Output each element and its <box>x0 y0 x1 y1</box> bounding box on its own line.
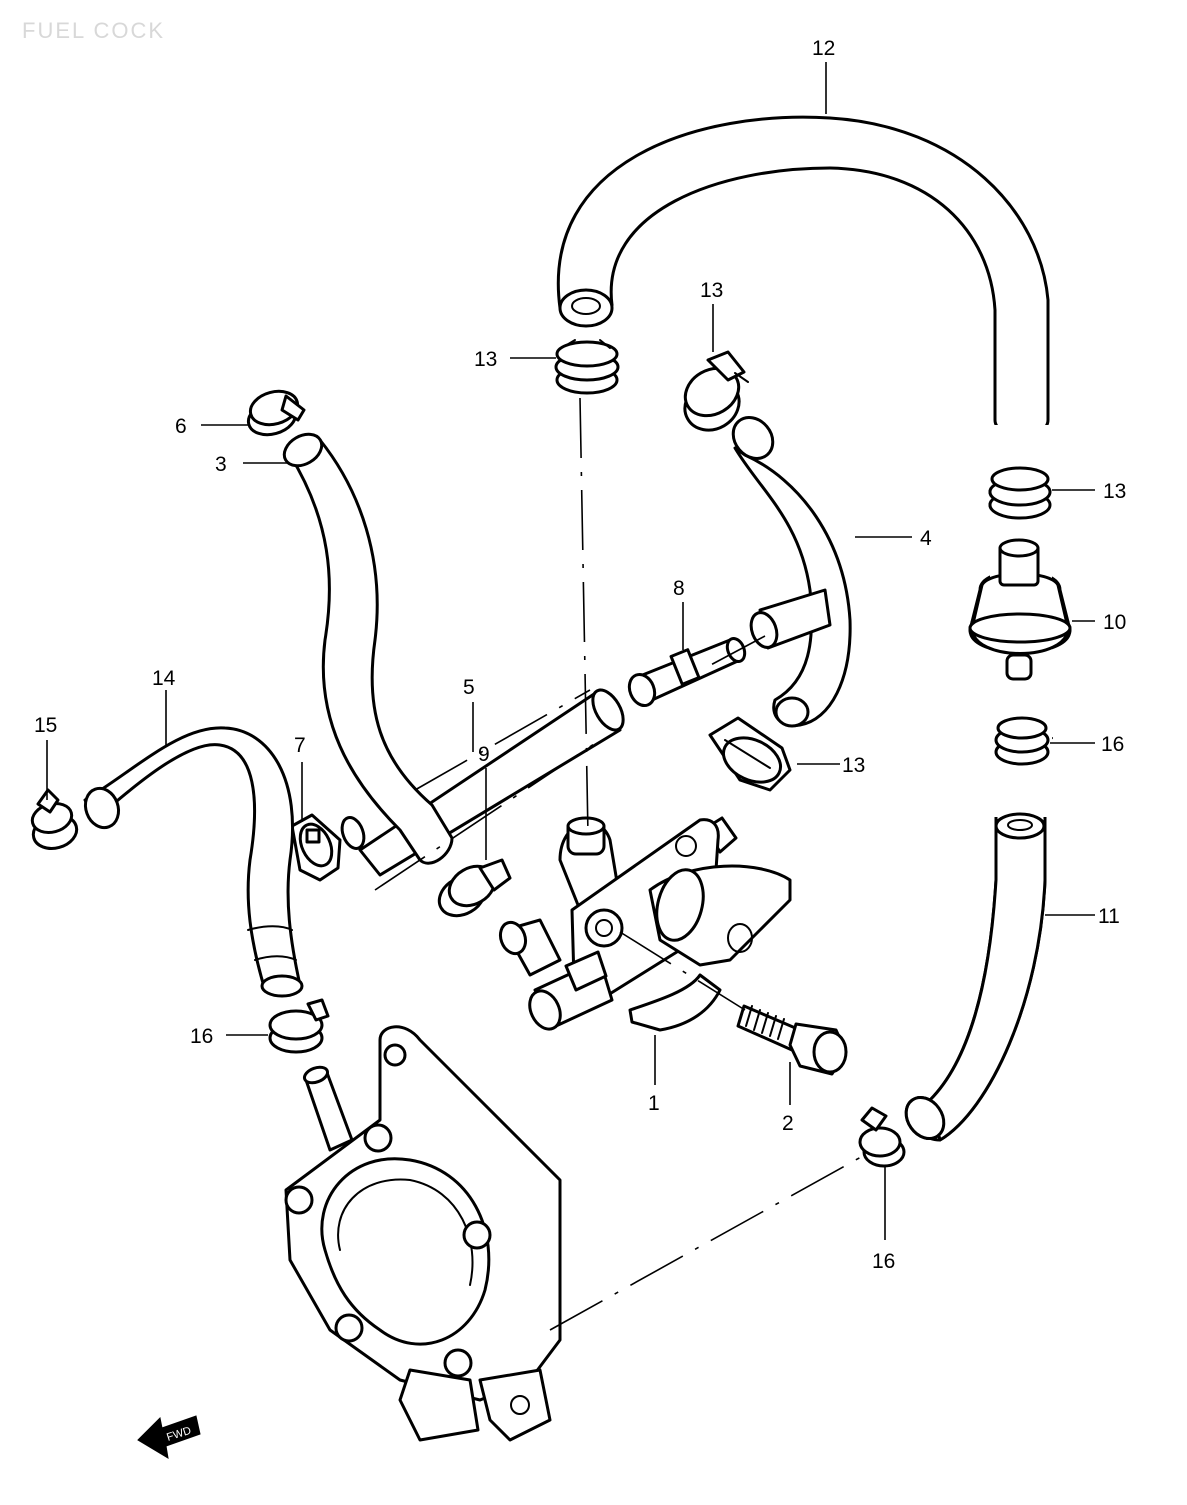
callout-11: 11 <box>1098 905 1120 928</box>
callout-16-middle: 16 <box>1101 733 1124 756</box>
callout-16-bottom: 16 <box>872 1250 895 1273</box>
clamp-9 <box>437 858 512 918</box>
callout-2: 2 <box>782 1112 794 1135</box>
callout-13-middle: 13 <box>842 754 865 777</box>
assembly-lines <box>374 397 871 1331</box>
clamp-6 <box>246 389 306 437</box>
fuel-pump <box>284 1025 562 1442</box>
clamp-13-upper <box>683 350 749 432</box>
callout-4: 4 <box>920 527 932 550</box>
clamp-7 <box>290 813 366 882</box>
leader-lines <box>46 62 1095 1240</box>
joint-8 <box>627 636 747 708</box>
callout-labels: 12 13 13 13 4 10 8 5 13 16 3 6 7 9 14 15… <box>34 37 1126 1273</box>
clamp-16-bottom <box>858 1106 906 1168</box>
callout-14: 14 <box>152 667 176 690</box>
callout-6: 6 <box>175 415 187 438</box>
callout-8: 8 <box>673 577 685 600</box>
clamp-16-middle-redraw <box>994 716 1050 766</box>
clamp-15 <box>30 788 79 850</box>
callout-12: 12 <box>812 37 835 60</box>
callout-10: 10 <box>1103 611 1126 634</box>
bolt-2 <box>736 1004 848 1076</box>
callout-3: 3 <box>215 453 227 476</box>
callout-13-right: 13 <box>1103 480 1126 503</box>
callout-1: 1 <box>648 1092 660 1115</box>
clamp-13-middle <box>708 716 792 792</box>
callout-9: 9 <box>478 743 490 766</box>
front-direction-arrow: FWD <box>137 1415 201 1459</box>
hose-11-redraw <box>904 812 1047 1142</box>
fuel-filter-10-redraw <box>968 538 1072 681</box>
callout-13-top: 13 <box>474 348 497 371</box>
fuel-cock-1 <box>498 816 792 1032</box>
diagram-title: FUEL COCK <box>22 18 165 43</box>
hose-4 <box>731 416 852 728</box>
hose-14 <box>83 726 304 998</box>
clamp-13-right-redraw <box>988 466 1052 520</box>
hose-3 <box>282 432 454 865</box>
clamp-16-left <box>268 998 330 1054</box>
clamp-13-top <box>554 339 620 395</box>
callout-5: 5 <box>463 676 475 699</box>
callout-7: 7 <box>294 734 306 757</box>
callout-15: 15 <box>34 714 57 737</box>
hose-12 <box>556 115 1050 437</box>
callout-13-upper: 13 <box>700 279 723 302</box>
callout-16-left: 16 <box>190 1025 213 1048</box>
